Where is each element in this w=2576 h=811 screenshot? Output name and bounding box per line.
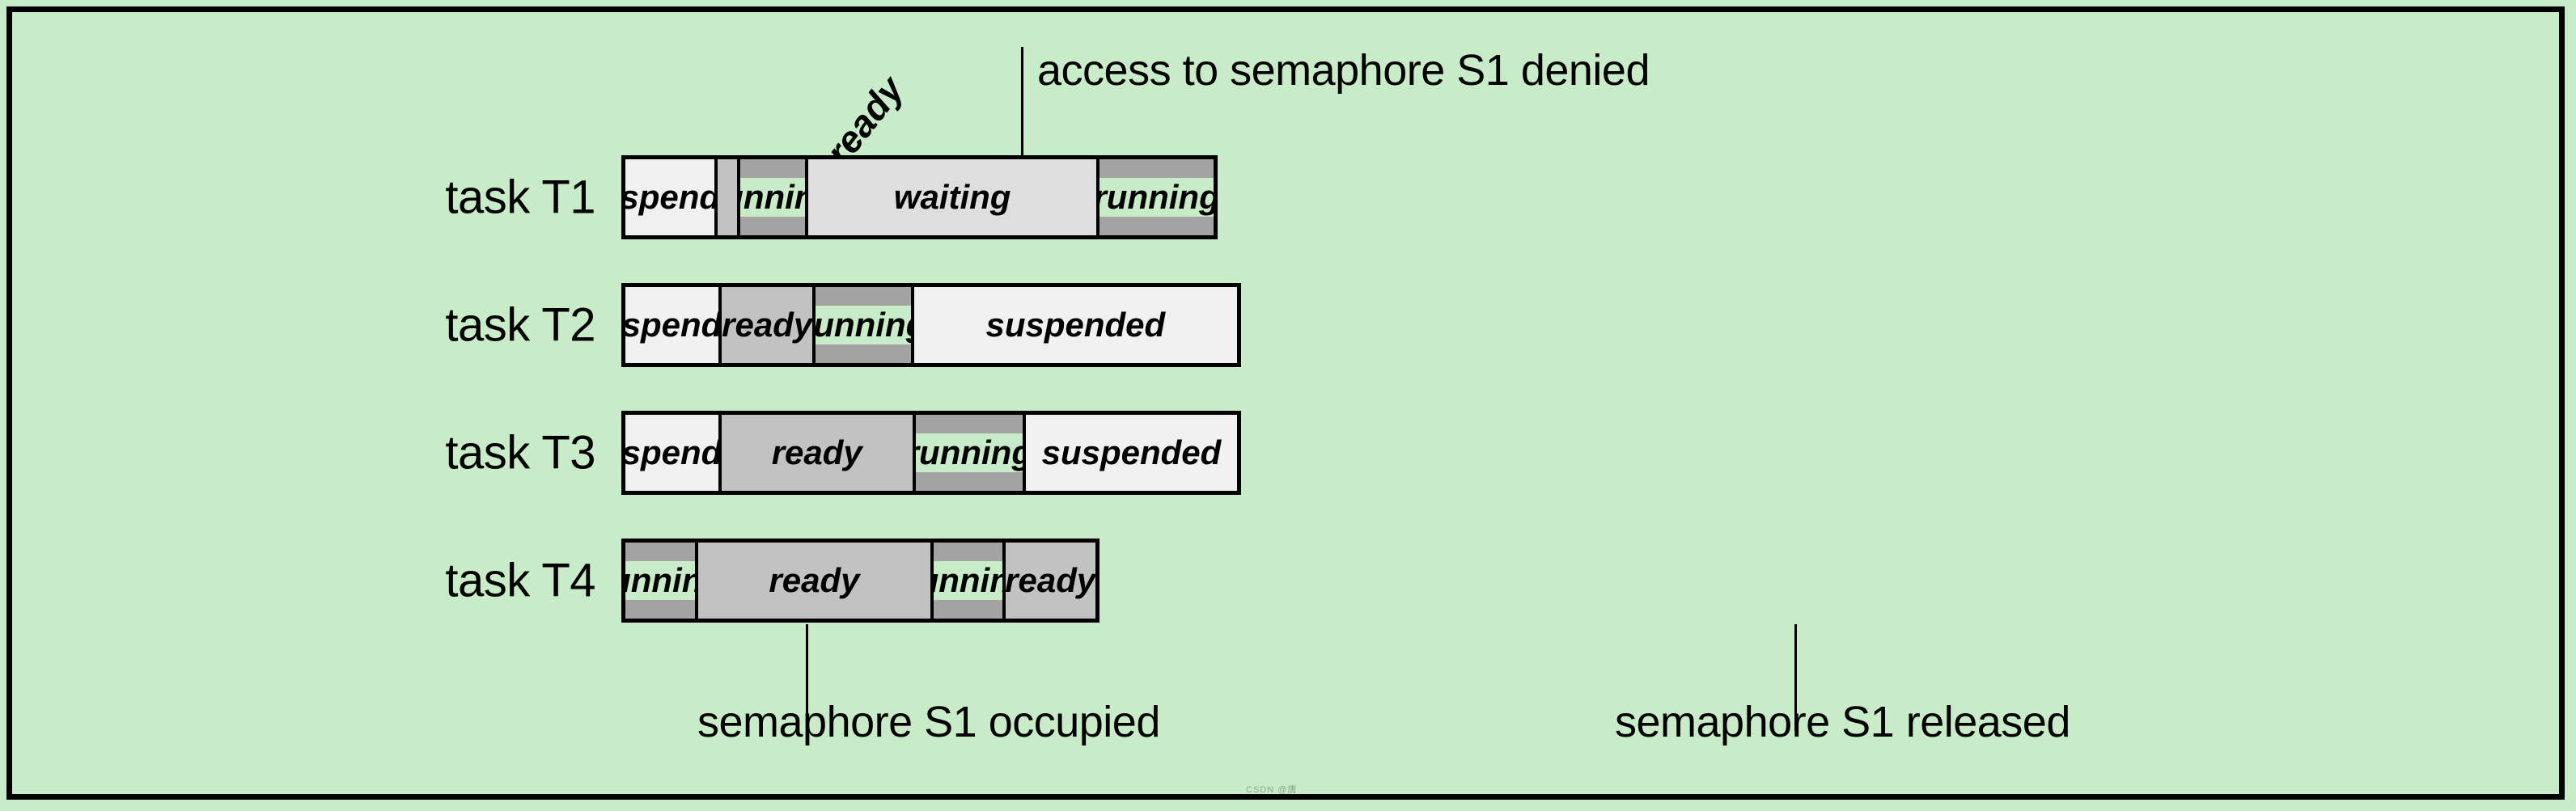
- task-label-t1: task T1: [445, 171, 595, 224]
- annotation-semaphore-released: semaphore S1 released: [1615, 698, 2070, 746]
- segment-label: running: [1099, 177, 1214, 218]
- diagram-frame: [6, 6, 2565, 800]
- task-row-t1: task T1 suspended running waiting running: [445, 155, 2076, 239]
- leader-line-semaphore-released: [1794, 624, 1797, 731]
- segment-label: running: [625, 560, 695, 601]
- segment-label: suspended: [625, 305, 722, 344]
- segment-label: suspended: [985, 305, 1166, 344]
- timeline-segment-waiting: waiting: [808, 159, 1100, 235]
- timeline-segment-running: running: [915, 415, 1027, 491]
- segment-label: waiting: [893, 177, 1011, 216]
- annotation-semaphore-occupied: semaphore S1 occupied: [697, 698, 1160, 746]
- leader-line-semaphore-occupied: [806, 624, 808, 731]
- segment-label: ready: [771, 433, 862, 471]
- timeline-segment-suspended: suspended: [625, 159, 718, 235]
- timeline-segment-running: running: [625, 543, 698, 619]
- timeline-segment-running: running: [934, 543, 1006, 619]
- annotation-access-denied: access to semaphore S1 denied: [1037, 46, 1650, 95]
- segment-label: running: [816, 305, 911, 345]
- task-row-t3: task T3 suspended ready running suspended: [445, 411, 2076, 495]
- timeline-segment-ready: [718, 159, 740, 235]
- timeline-bar-t3: suspended ready running suspended: [621, 411, 1241, 495]
- task-label-t2: task T2: [445, 298, 595, 352]
- timeline-segment-ready: ready: [1005, 543, 1095, 619]
- timeline-segment-suspended: suspended: [1026, 415, 1237, 491]
- task-row-t2: task T2 suspendedreadyrunningsuspended: [445, 283, 2076, 367]
- timeline-segment-ready: ready: [721, 415, 916, 491]
- leader-line-access-denied: [1021, 47, 1023, 205]
- timeline-bar-t2: suspendedreadyrunningsuspended: [621, 283, 1241, 367]
- segment-label: running: [934, 560, 1002, 601]
- segment-label: ready: [722, 305, 813, 344]
- task-label-t3: task T3: [445, 426, 595, 479]
- segment-label: suspended: [1041, 433, 1222, 471]
- task-row-t4: task T4 runningreadyrunningready: [445, 539, 2076, 623]
- timeline-segment-running: running: [739, 159, 808, 235]
- timeline-segment-suspended: suspended: [913, 287, 1237, 363]
- timeline-segment-suspended: suspended: [625, 287, 722, 363]
- timeline-segment-running: running: [816, 287, 914, 363]
- timeline-segment-suspended: suspended: [625, 415, 722, 491]
- timeline-bar-t1: suspended running waiting running: [621, 155, 1218, 239]
- segment-label: ready: [769, 560, 860, 599]
- segment-label: suspended: [625, 177, 714, 216]
- task-label-t4: task T4: [445, 554, 595, 607]
- segment-label: ready: [1005, 560, 1095, 599]
- timeline-segment-ready: ready: [721, 287, 816, 363]
- segment-label: suspended: [625, 433, 722, 471]
- timeline-bar-t4: runningreadyrunningready: [621, 539, 1099, 623]
- timeline-segment-running: running: [1099, 159, 1214, 235]
- segment-label: running: [739, 177, 805, 218]
- timeline-segment-ready: ready: [697, 543, 934, 619]
- segment-label: running: [915, 433, 1023, 473]
- watermark: CSDN @唐: [1246, 785, 1298, 795]
